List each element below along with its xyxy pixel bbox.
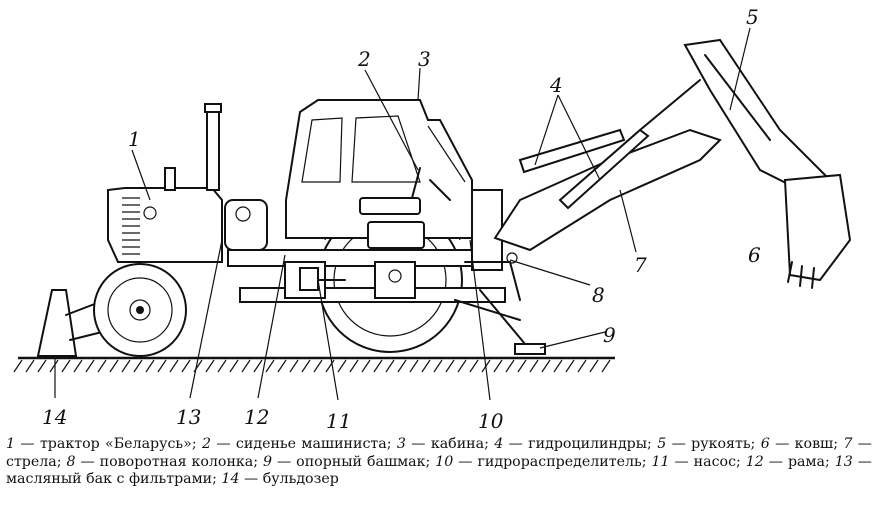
ground-hatch-line (289, 359, 299, 373)
ground (13, 356, 615, 373)
ground-hatch-line (133, 359, 143, 373)
ground-hatch-line (217, 359, 227, 373)
ground-hatch-line (385, 359, 395, 373)
ground-hatch-line (565, 359, 575, 373)
label-2: 2 (357, 47, 371, 71)
caption-item-8: 8 — поворотная колонка; (66, 453, 263, 470)
ground-hatch-line (469, 359, 479, 373)
ground-hatch-line (445, 359, 455, 373)
ground-hatch-line (541, 359, 551, 373)
caption-item-1: 1 — трактор «Беларусь»; (6, 436, 202, 452)
support-shoe (454, 289, 546, 355)
caption-item-5: 5 — рукоять; (657, 436, 761, 452)
frame (227, 249, 506, 303)
caption-item-2: 2 — сиденье машиниста; (201, 436, 397, 452)
caption-item-13: 13 — масляный бак с фильтрами; (6, 453, 872, 488)
label-11: 11 (326, 409, 351, 433)
excavator-diagram: 1 2 3 4 5 6 7 8 9 10 11 12 13 14 (13, 5, 852, 433)
caption-item-9: 9 — опорный башмак; (263, 453, 436, 470)
ground-hatch-line (373, 359, 383, 373)
label-6: 6 (748, 243, 761, 267)
ground-hatch-line (61, 359, 71, 373)
ground-hatch-line (157, 359, 167, 373)
ground-hatch-line (505, 359, 515, 373)
ground-hatch-line (37, 359, 47, 373)
label-3: 3 (418, 47, 431, 71)
ground-hatch-line (265, 359, 275, 373)
ground-hatch-line (97, 359, 107, 373)
caption-item-3: 3 — кабина; (396, 436, 495, 452)
caption-item-4: 4 — гидроцилиндры; (494, 436, 658, 452)
ground-hatch-line (25, 359, 35, 373)
ground-hatch-line (601, 359, 611, 373)
ground-hatch-line (181, 359, 191, 373)
ground-hatch-line (301, 359, 311, 373)
ground-hatch-line (205, 359, 215, 373)
ground-hatch-line (325, 359, 335, 373)
pump (299, 267, 346, 291)
caption-item-6: 6 — ковш; (760, 436, 844, 452)
caption-item-7: 7 — стрела; (6, 436, 872, 470)
ground-hatch-line (337, 359, 347, 373)
ground-hatch-line (517, 359, 527, 373)
leader-lines (54, 27, 751, 401)
label-10: 10 (478, 409, 504, 433)
operator-seat (359, 167, 451, 249)
label-5: 5 (746, 5, 759, 29)
ground-hatch-line (253, 359, 263, 373)
label-14: 14 (42, 405, 67, 429)
tractor-body (107, 103, 268, 263)
ground-hatch-line (493, 359, 503, 373)
ground-hatch-line (529, 359, 539, 373)
ground-hatch-line (169, 359, 179, 373)
ground-hatch-line (277, 359, 287, 373)
ground-hatch-line (421, 359, 431, 373)
label-9: 9 (603, 323, 616, 347)
ground-hatch-line (553, 359, 563, 373)
caption-item-14: 14 — бульдозер (221, 471, 339, 487)
ground-hatch-line (397, 359, 407, 373)
label-7: 7 (634, 253, 647, 277)
figure-caption: 1 — трактор «Беларусь»; 2 — сиденье маши… (6, 436, 872, 489)
ground-hatch-line (361, 359, 371, 373)
boom (493, 128, 722, 264)
ground-hatch-line (433, 359, 443, 373)
ground-hatch-line (577, 359, 587, 373)
cabin (285, 99, 473, 239)
ground-hatch-line (457, 359, 467, 373)
ground-hatch-line (241, 359, 251, 373)
label-13: 13 (176, 405, 201, 429)
front-wheel (93, 263, 187, 357)
ground-hatch-line (589, 359, 599, 373)
bucket (783, 173, 852, 289)
caption-item-12: 12 — рама; (745, 453, 835, 470)
hydraulic-cylinders (518, 79, 701, 210)
ground-hatch-line (229, 359, 239, 373)
ground-hatch-line (49, 359, 59, 373)
ground-hatch-line (73, 359, 83, 373)
label-4: 4 (549, 73, 563, 97)
ground-hatch-line (313, 359, 323, 373)
label-12: 12 (244, 405, 269, 429)
ground-hatch-line (85, 359, 95, 373)
dipper-arm (683, 38, 842, 202)
label-8: 8 (592, 283, 605, 307)
ground-hatch-line (145, 359, 155, 373)
label-1: 1 (128, 127, 141, 151)
ground-hatch-line (409, 359, 419, 373)
slewing-column (464, 189, 521, 301)
ground-hatch-line (121, 359, 131, 373)
caption-item-10: 10 — гидрораспределитель; (435, 453, 652, 470)
ground-hatch-line (13, 359, 23, 373)
caption-item-11: 11 — насос; (651, 453, 746, 470)
ground-hatch-line (109, 359, 119, 373)
ground-hatch-line (349, 359, 359, 373)
